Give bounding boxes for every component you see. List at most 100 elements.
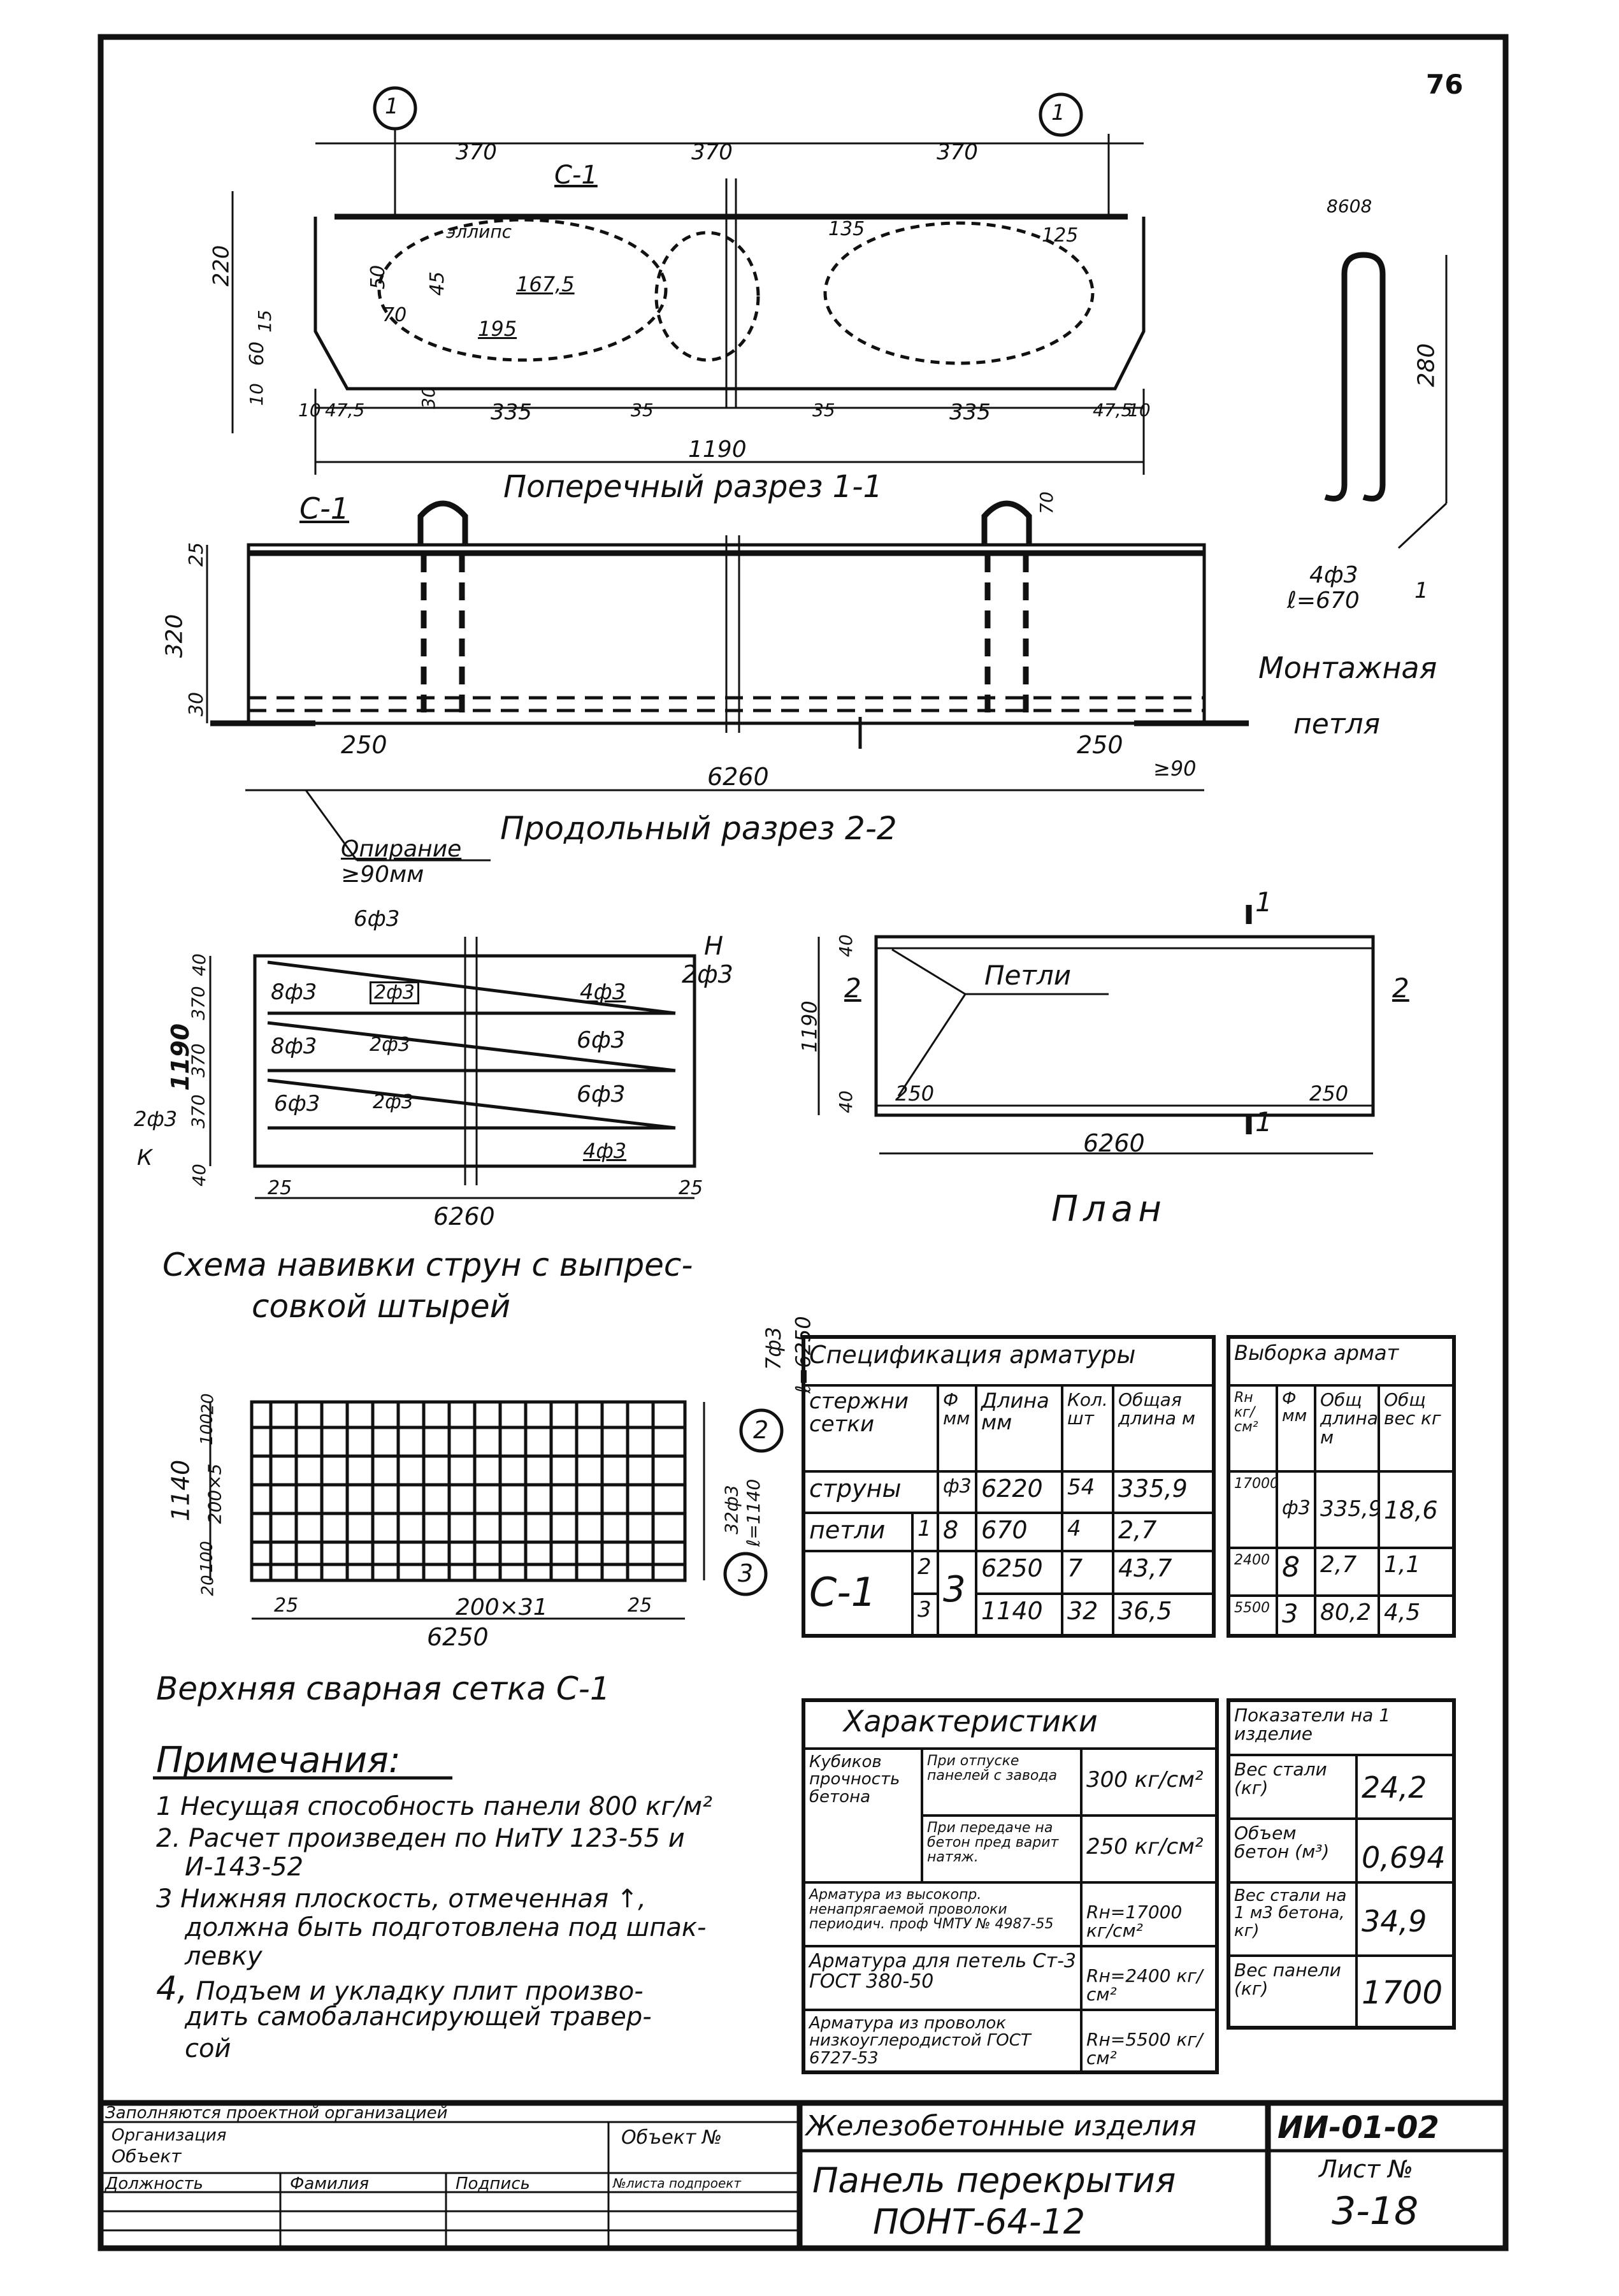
support-note-1: Опирание <box>341 836 462 862</box>
spec-r2-c3: 670 <box>977 1514 1063 1552</box>
wind-height: 1190 <box>166 1023 194 1091</box>
tb-org: Организация <box>112 2126 227 2145</box>
loop-spec: 4ф3 <box>1309 562 1358 588</box>
plan-dim-40-bottom: 40 <box>835 1090 856 1113</box>
char-r3-label: Арматура из высокопр. ненапрягаемой пров… <box>805 1884 1083 1947</box>
tb-filled-by: Заполняются проектной организацией <box>105 2104 448 2123</box>
lifting-loop-drawing <box>1324 252 1448 549</box>
dim-bottom-6: 35 <box>812 400 835 421</box>
char-r4-value: Rн=2400 кг/см² <box>1083 1947 1219 2011</box>
ellipse-label: эллипс <box>446 221 512 242</box>
spec-r4-c5: 36,5 <box>1114 1595 1216 1638</box>
mesh-bays: 200×31 <box>456 1594 548 1621</box>
loop-title-1: Монтажная <box>1258 651 1437 685</box>
wind-dim-5: 40 <box>188 1164 210 1187</box>
long-dim-25: 25 <box>185 542 208 567</box>
plan-mark-right: 2 <box>1392 972 1409 1004</box>
sel-r1-c4: 18,6 <box>1380 1473 1456 1549</box>
dim-15: 15 <box>254 310 275 333</box>
dim-10: 10 <box>245 383 267 406</box>
long-loop-dim: 70 <box>1035 491 1057 514</box>
sheet-frame <box>97 34 1509 2251</box>
tb-product-2: ПОНТ-64-12 <box>873 2202 1086 2242</box>
sel-r2-c3: 2,7 <box>1316 1549 1380 1597</box>
wind-label-3: 2ф3 <box>370 981 419 1004</box>
wind-h-label: Н <box>704 932 724 961</box>
dim-135: 135 <box>828 218 865 240</box>
char-r5-label: Арматура из проволок низкоуглеродистой Г… <box>805 2011 1083 2074</box>
cross-section-title: Поперечный разрез 1-1 <box>503 469 883 505</box>
tb-sheet-no: 3-18 <box>1332 2189 1419 2234</box>
note-2: 2. Расчет произведен по НиТУ 123-55 и <box>156 1824 685 1853</box>
ind-r3-label: Вес стали на 1 м3 бетона, кг) <box>1230 1884 1358 1957</box>
wind-dim-25-left: 25 <box>268 1177 292 1199</box>
plan-dim-40-top: 40 <box>835 934 856 957</box>
ind-r2-value: 0,694 <box>1358 1820 1456 1884</box>
tb-object: Объект <box>112 2146 182 2167</box>
support-note-2: ≥90мм <box>341 862 424 888</box>
long-dim-320: 320 <box>161 614 188 658</box>
wind-title-1: Схема навивки струн с выпрес- <box>162 1246 693 1283</box>
spec-r3-c1: С-1 <box>805 1552 914 1638</box>
char-r1-value: 300 кг/см² <box>1083 1750 1219 1817</box>
selection-table: Выборка армат Rн кг/см² Ф мм Общ длина м… <box>1227 1335 1456 1638</box>
sel-r2-c1: 2400 <box>1230 1549 1278 1597</box>
spec-r2-c2: 8 <box>939 1514 977 1552</box>
mesh-spec3-2: ℓ=1140 <box>743 1478 765 1547</box>
wind-length: 6260 <box>433 1202 495 1231</box>
plan-section-bottom: 1 <box>1255 1106 1272 1137</box>
sel-r3-c1: 5500 <box>1230 1597 1278 1638</box>
wind-dim-25-right: 25 <box>679 1177 703 1199</box>
plan-height: 1190 <box>797 1000 822 1053</box>
sel-r1-c3: 335,9 <box>1316 1473 1380 1549</box>
sel-h-len: Общ длина м <box>1316 1387 1380 1473</box>
plan-drawing <box>817 905 1375 1155</box>
plan-loops-label: Петли <box>984 960 1072 991</box>
mesh-length: 6250 <box>427 1623 489 1651</box>
spec-h-length: Длина мм <box>977 1387 1063 1473</box>
long-total-length: 6260 <box>707 763 769 791</box>
long-mark-c1: С-1 <box>299 491 349 526</box>
note-3b: должна быть подготовлена под шпак- <box>185 1913 707 1942</box>
dim-45: 45 <box>426 271 449 296</box>
mesh-dim-3: 200×5 <box>204 1463 226 1524</box>
spec-h-dia: Ф мм <box>939 1387 977 1473</box>
note-2b: И-143-52 <box>185 1852 304 1882</box>
wind-label-1: 6ф3 <box>354 906 400 932</box>
ind-r4-label: Вес панели (кг) <box>1230 1957 1358 2030</box>
mesh-dim-25-right: 25 <box>628 1594 652 1617</box>
tb-object-no: Объект № <box>621 2126 723 2149</box>
support-right: 250 <box>1077 731 1123 759</box>
plan-section-top: 1 <box>1255 886 1272 918</box>
wind-label-2: 8ф3 <box>271 979 317 1005</box>
spec-h-rods: стержни сетки <box>805 1387 939 1473</box>
dim-bottom-7: 335 <box>949 400 991 425</box>
dim-top-1: 370 <box>456 140 497 165</box>
wind-label-9: 6ф3 <box>577 1027 626 1053</box>
char-r3-value: Rн=17000 кг/см² <box>1083 1884 1219 1947</box>
sel-h-rn: Rн кг/см² <box>1230 1387 1278 1473</box>
dim-60: 60 <box>246 341 269 366</box>
spec-r4-pos: 3 <box>914 1595 939 1638</box>
tb-code: ИИ-01-02 <box>1277 2110 1439 2146</box>
spec-title: Спецификация арматуры <box>805 1339 1216 1387</box>
spec-r3-c5: 43,7 <box>1114 1552 1216 1595</box>
dim-top-3: 370 <box>937 140 978 165</box>
wind-dim-4: 370 <box>187 1094 209 1129</box>
plan-right-dim: 250 <box>1309 1081 1349 1106</box>
support-left: 250 <box>341 731 387 759</box>
sel-title: Выборка армат <box>1230 1339 1456 1387</box>
sel-r2-c4: 1,1 <box>1380 1549 1456 1597</box>
spec-table: Спецификация арматуры стержни сетки Ф мм… <box>802 1335 1216 1638</box>
mesh-spec3-1: 32ф3 <box>721 1485 742 1534</box>
dim-125: 125 <box>1042 224 1079 247</box>
sel-r1-c1: 17000 <box>1230 1473 1278 1549</box>
wind-label-4: 8ф3 <box>271 1034 317 1059</box>
sel-h-weight: Общ вес кг <box>1380 1387 1456 1473</box>
loop-height: 280 <box>1413 343 1440 387</box>
dim-top-2: 370 <box>691 140 733 165</box>
note-3: 3 Нижняя плоскость, отмеченная ↑, <box>156 1884 647 1914</box>
loop-title-2: петля <box>1293 708 1381 740</box>
spec-r1-c1: струны <box>805 1473 939 1514</box>
sel-h-dia: Ф мм <box>1278 1387 1316 1473</box>
